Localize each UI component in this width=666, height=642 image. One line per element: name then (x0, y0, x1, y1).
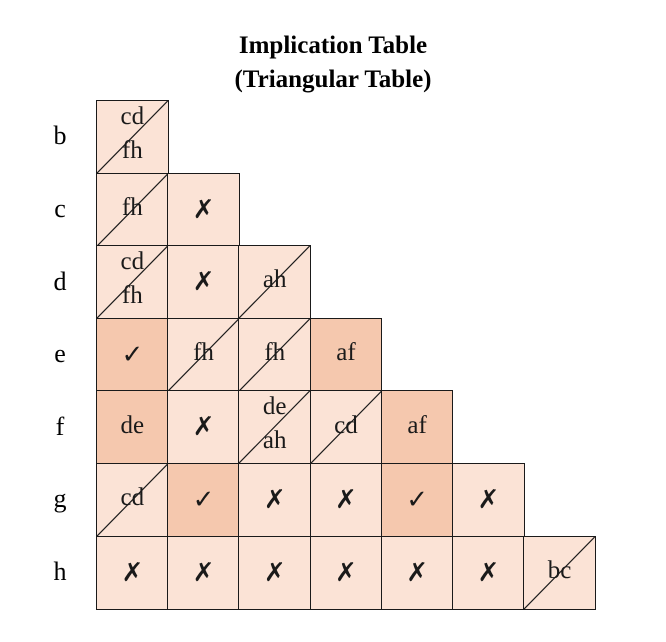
x-mark-icon: ✗ (263, 557, 286, 588)
cross-out-line (97, 464, 168, 536)
table-cell-g-4: ✓ (380, 463, 454, 538)
table-cell-g-5: ✗ (452, 463, 525, 538)
row-label-c: c (54, 193, 66, 223)
x-mark-icon: ✗ (192, 557, 215, 588)
table-cell-g-0: cd (96, 463, 169, 538)
cross-out-line (311, 391, 382, 463)
x-mark-icon: ✗ (192, 267, 215, 298)
cell-pair-text: cd (120, 248, 145, 276)
table-cell-e-1: fh (167, 317, 240, 392)
table-cell-g-1: ✓ (167, 463, 240, 538)
table-cell-g-3: ✗ (309, 463, 383, 538)
x-mark-icon: ✗ (335, 485, 357, 516)
cross-out-line (239, 319, 310, 391)
x-mark-icon: ✗ (263, 485, 286, 516)
x-mark-icon: ✗ (121, 557, 144, 588)
cell-pair-text: cd (120, 103, 145, 130)
cell-pair-text: fh (121, 193, 143, 221)
x-mark-icon: ✗ (477, 557, 500, 588)
cell-pair-text: bc (547, 556, 572, 584)
cross-out-line (97, 174, 168, 246)
cell-pair-text: de (120, 411, 145, 439)
row-label-f: f (55, 411, 65, 441)
table-cell-h-5: ✗ (452, 535, 525, 610)
table-cell-f-4: af (380, 390, 454, 465)
cell-pair-text: cd (334, 411, 358, 439)
check-icon: ✓ (406, 485, 429, 516)
table-cell-b-0: cd fh (96, 100, 169, 175)
cell-pair-text: fh (193, 339, 214, 367)
table-cell-h-1: ✗ (167, 535, 240, 610)
cell-pair-text: ah (262, 266, 287, 294)
cell-pair-text: fh (121, 137, 143, 164)
x-mark-icon: ✗ (192, 194, 215, 225)
title-line-1: Implication Table (238, 32, 428, 59)
cross-out-line (524, 537, 595, 609)
cell-pair-text: fh (121, 282, 143, 310)
table-cell-f-0: de (96, 390, 169, 465)
table-cell-d-2: ah (238, 245, 312, 320)
table-cell-f-3: cd (309, 390, 383, 465)
row-label-h: h (53, 556, 67, 586)
table-cell-e-2: fh (238, 317, 312, 392)
table-cell-h-2: ✗ (238, 535, 312, 610)
check-icon: ✓ (121, 339, 144, 370)
check-icon: ✓ (192, 485, 215, 516)
cell-pair-text: de (262, 393, 287, 421)
x-mark-icon: ✗ (406, 557, 429, 588)
table-cell-g-2: ✗ (238, 463, 312, 538)
cross-out-line (239, 246, 310, 318)
x-mark-icon: ✗ (335, 557, 357, 588)
row-label-g: g (53, 484, 67, 514)
cross-out-line (168, 319, 239, 391)
table-cell-c-0: fh (96, 172, 169, 247)
row-label-b: b (53, 121, 67, 151)
cell-pair-text: af (407, 411, 427, 439)
cell-pair-text: ah (262, 427, 287, 455)
table-cell-e-0: ✓ (96, 317, 169, 392)
table-cell-d-0: cd fh (96, 245, 169, 320)
table-cell-f-2: de ah (238, 390, 312, 465)
table-cell-h-3: ✗ (309, 535, 383, 610)
table-cell-h-0: ✗ (96, 535, 169, 610)
cross-out-line (97, 246, 168, 318)
cross-out-line (239, 391, 310, 463)
x-mark-icon: ✗ (477, 485, 500, 516)
table-cell-e-3: af (309, 317, 383, 392)
cell-pair-text: fh (264, 339, 286, 367)
row-label-d: d (53, 266, 67, 296)
table-cell-c-1: ✗ (167, 172, 240, 247)
cross-out-line (97, 101, 168, 173)
table-cell-h-4: ✗ (380, 535, 454, 610)
table-cell-h-6: bc (523, 535, 596, 610)
table-cell-f-1: ✗ (167, 390, 240, 465)
cell-pair-text: af (336, 339, 356, 367)
row-label-e: e (54, 339, 66, 369)
table-cell-d-1: ✗ (167, 245, 240, 320)
x-mark-icon: ✗ (192, 412, 215, 443)
cell-pair-text: cd (120, 484, 145, 512)
title-line-2: (Triangular Table) (234, 66, 432, 93)
